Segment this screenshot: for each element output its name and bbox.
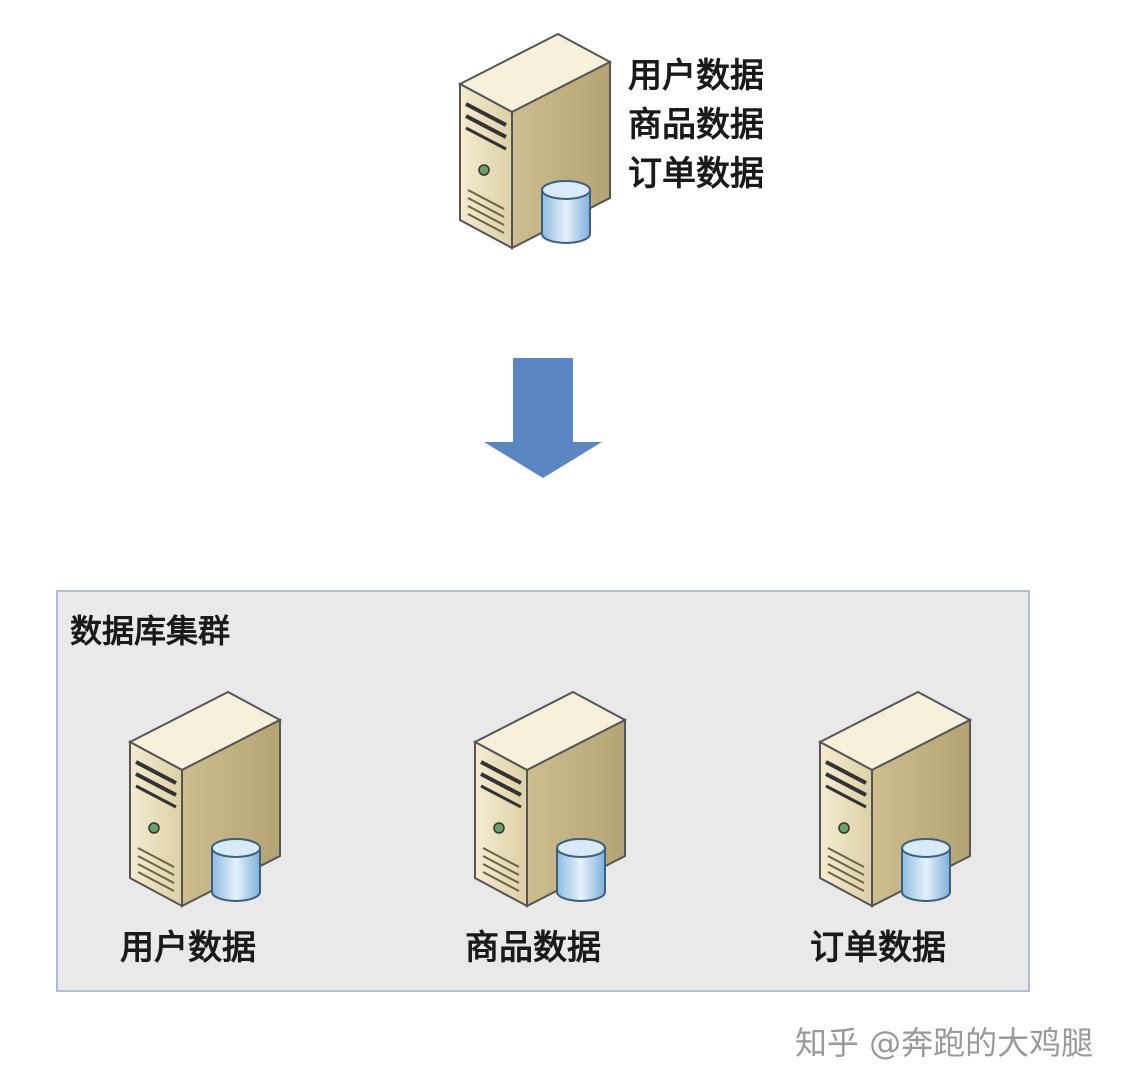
cluster-node-users: 用户数据 bbox=[68, 680, 308, 970]
top-server-labels: 用户数据 商品数据 订单数据 bbox=[628, 52, 788, 199]
server-icon bbox=[118, 680, 288, 910]
top-label-products: 商品数据 bbox=[628, 105, 764, 145]
server-icon bbox=[448, 22, 618, 252]
top-label-users: 用户数据 bbox=[628, 56, 764, 96]
top-label-orders: 订单数据 bbox=[628, 154, 764, 194]
server-icon bbox=[808, 680, 978, 910]
node-label: 用户数据 bbox=[120, 928, 256, 968]
cluster-node-orders: 订单数据 bbox=[758, 680, 998, 970]
down-arrow-icon bbox=[484, 358, 602, 478]
watermark: 知乎 @奔跑的大鸡腿 bbox=[795, 1024, 1094, 1062]
cluster-node-products: 商品数据 bbox=[413, 680, 653, 970]
database-cluster: 数据库集群 用户数据 商品数据 订单数据 bbox=[56, 590, 1030, 992]
node-label: 商品数据 bbox=[465, 928, 601, 968]
server-icon bbox=[463, 680, 633, 910]
cluster-title: 数据库集群 bbox=[70, 612, 231, 650]
node-label: 订单数据 bbox=[810, 928, 946, 968]
